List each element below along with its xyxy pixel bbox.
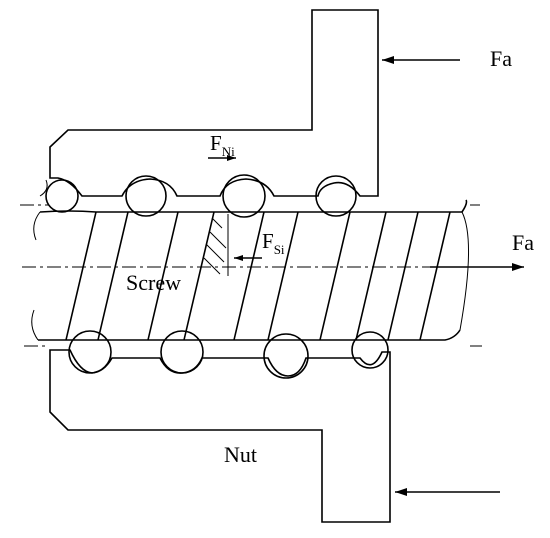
nut-lower-section — [49, 349, 391, 523]
ball — [160, 330, 204, 374]
normal-force-label: FNi — [210, 131, 235, 159]
screw-shaft — [31, 199, 469, 341]
nut-label: Nut — [224, 442, 257, 467]
ball — [45, 179, 79, 213]
ball — [351, 331, 389, 369]
contact-hatch — [203, 214, 229, 276]
ball — [68, 330, 112, 374]
force-label-top: Fa — [490, 46, 512, 71]
lower-balls — [68, 330, 389, 379]
ball — [315, 175, 357, 217]
ball — [222, 174, 266, 218]
nut-upper-section — [49, 9, 379, 197]
ball — [125, 175, 167, 217]
force-label-right: Fa — [512, 230, 534, 255]
upper-balls — [39, 174, 357, 218]
screw-label: Screw — [126, 270, 181, 295]
ball — [263, 333, 309, 379]
screw-force-label: FSi — [262, 229, 285, 257]
thread-lines — [65, 211, 451, 341]
